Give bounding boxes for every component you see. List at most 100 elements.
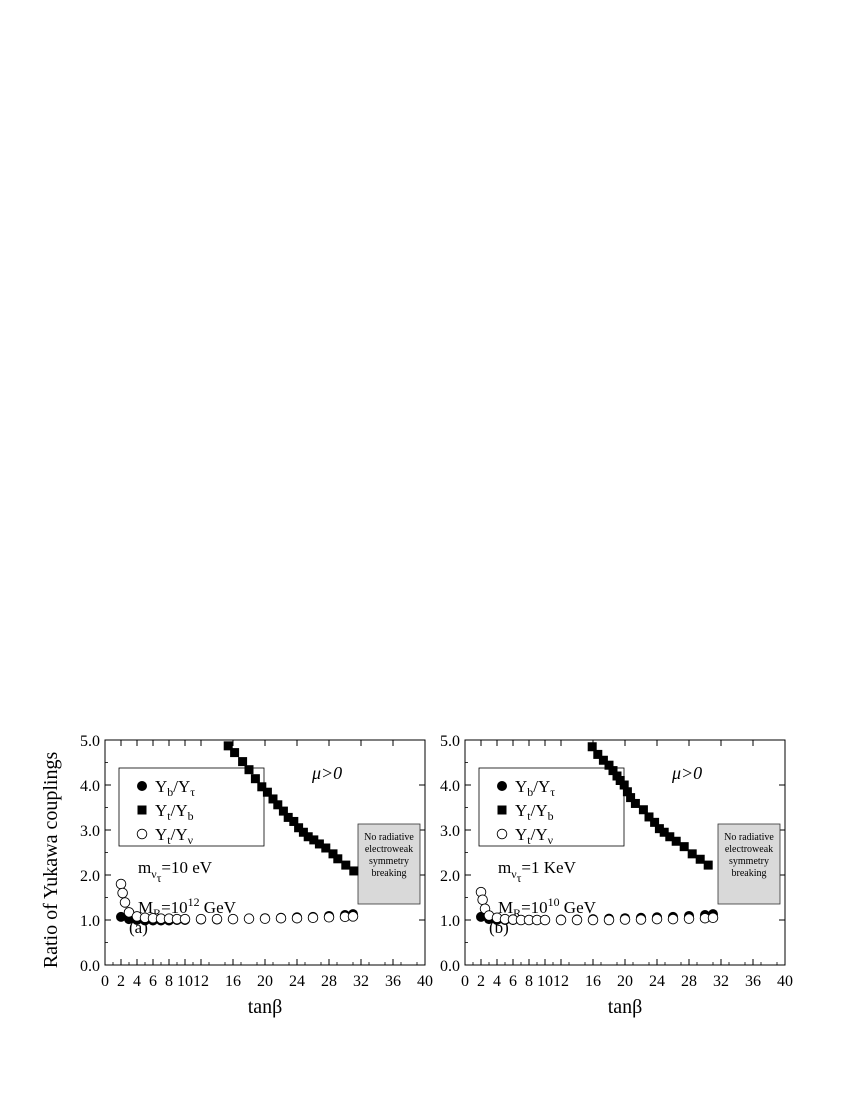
legend-entry-label: Yt/Yb (515, 801, 554, 823)
data-point-filled-square (273, 800, 283, 810)
legend-entry-label: Yt/Yb (155, 801, 194, 823)
y-tick-label: 2.0 (80, 868, 100, 885)
x-tick-label: 6 (149, 973, 157, 990)
series-open-circle (115, 878, 359, 925)
data-point-filled-square (230, 748, 240, 758)
x-axis-label: tanβ (608, 996, 643, 1018)
no-ewsb-text-line: symmetry (369, 856, 409, 867)
legend-marker-filled-circle (137, 781, 147, 791)
data-point-filled-square (654, 824, 664, 834)
data-point-filled-square (238, 757, 248, 767)
data-point-filled-square (671, 836, 681, 846)
data-point-filled-square (341, 860, 351, 870)
data-point-open-circle (347, 911, 359, 922)
x-tick-label: 40 (777, 973, 793, 990)
x-tick-label: 16 (225, 973, 241, 990)
data-point-open-circle (117, 887, 128, 899)
x-tick-label: 36 (745, 973, 761, 990)
data-point-open-circle (291, 912, 303, 924)
x-tick-label: 6 (509, 973, 517, 990)
data-point-filled-square (298, 827, 308, 837)
data-point-open-circle (307, 912, 319, 924)
data-point-filled-square (630, 798, 640, 808)
mr-scale-annotation: MR=1012 GeV (138, 895, 237, 920)
data-point-open-circle (227, 913, 239, 925)
no-ewsb-text-line: symmetry (729, 856, 769, 867)
data-point-open-circle (119, 897, 131, 908)
data-point-open-circle (243, 913, 255, 924)
x-tick-label: 20 (617, 973, 633, 990)
data-point-filled-square (244, 765, 254, 775)
x-tick-label: 40 (417, 973, 433, 990)
data-point-filled-square (638, 805, 648, 815)
x-tick-label: 4 (493, 973, 501, 990)
data-point-open-circle (571, 914, 583, 926)
data-point-filled-square (262, 787, 272, 797)
data-point-filled-square (333, 854, 343, 864)
data-point-filled-square (608, 766, 618, 776)
data-point-open-circle (667, 913, 679, 925)
no-ewsb-box (357, 823, 421, 905)
no-ewsb-text-line: No radiative (724, 832, 774, 843)
data-point-open-circle (587, 914, 599, 926)
data-point-filled-square (314, 839, 324, 849)
neutrino-mass-annotation: mντ=10 eV (138, 858, 213, 885)
data-point-filled-square (659, 827, 669, 837)
data-point-open-circle (179, 913, 191, 925)
data-point-open-circle (619, 914, 631, 925)
no-ewsb-box (717, 823, 781, 905)
data-point-filled-square (679, 842, 689, 852)
data-point-open-circle (539, 914, 551, 926)
legend-marker-filled-square (497, 805, 507, 815)
y-tick-label: 4.0 (80, 778, 100, 795)
data-point-filled-square (626, 793, 636, 803)
data-point-filled-square (321, 843, 331, 853)
series-filled-square (587, 742, 713, 870)
data-point-filled-circle (476, 911, 486, 922)
data-point-filled-square (283, 812, 293, 822)
data-point-filled-square (289, 816, 299, 826)
legend-marker-open-circle (496, 828, 508, 840)
x-tick-label: 10 (177, 973, 193, 990)
data-point-filled-square (328, 849, 338, 859)
data-point-filled-square (687, 849, 697, 859)
mu-annotation: μ>0 (671, 763, 702, 783)
data-point-filled-square (268, 794, 278, 804)
y-tick-label: 2.0 (440, 868, 460, 885)
data-point-filled-square (622, 787, 632, 797)
x-tick-label: 8 (165, 973, 173, 990)
data-point-open-circle (211, 913, 223, 925)
y-tick-label: 3.0 (440, 823, 460, 840)
data-point-filled-square (257, 782, 267, 792)
y-tick-label: 4.0 (440, 778, 460, 795)
no-ewsb-text-line: electroweak (725, 844, 773, 855)
data-point-open-circle (555, 914, 567, 926)
data-point-open-circle (323, 912, 335, 923)
data-point-filled-square (349, 866, 359, 876)
data-point-filled-square (619, 780, 629, 790)
data-point-filled-square (303, 832, 313, 842)
y-tick-label: 5.0 (80, 733, 100, 750)
legend-entry-label: Yt/Yν (515, 825, 554, 847)
legend-entry-label: Yb/Yτ (515, 777, 555, 799)
data-point-filled-square (593, 749, 603, 759)
data-point-open-circle (707, 912, 719, 924)
data-point-filled-square (644, 812, 654, 822)
data-point-filled-square (223, 741, 233, 751)
data-point-filled-square (703, 860, 713, 870)
x-tick-label: 2 (477, 973, 485, 990)
legend-entry-label: Yb/Yτ (155, 777, 195, 799)
data-point-open-circle (683, 913, 695, 924)
y-tick-label: 1.0 (440, 913, 460, 930)
data-point-filled-square (650, 817, 660, 827)
x-tick-label: 32 (713, 973, 729, 990)
data-point-filled-square (250, 774, 260, 784)
x-tick-label: 10 (537, 973, 553, 990)
data-point-filled-square (294, 823, 304, 833)
no-ewsb-text-line: breaking (732, 868, 767, 879)
legend-entry-label: Yt/Yν (155, 825, 194, 847)
